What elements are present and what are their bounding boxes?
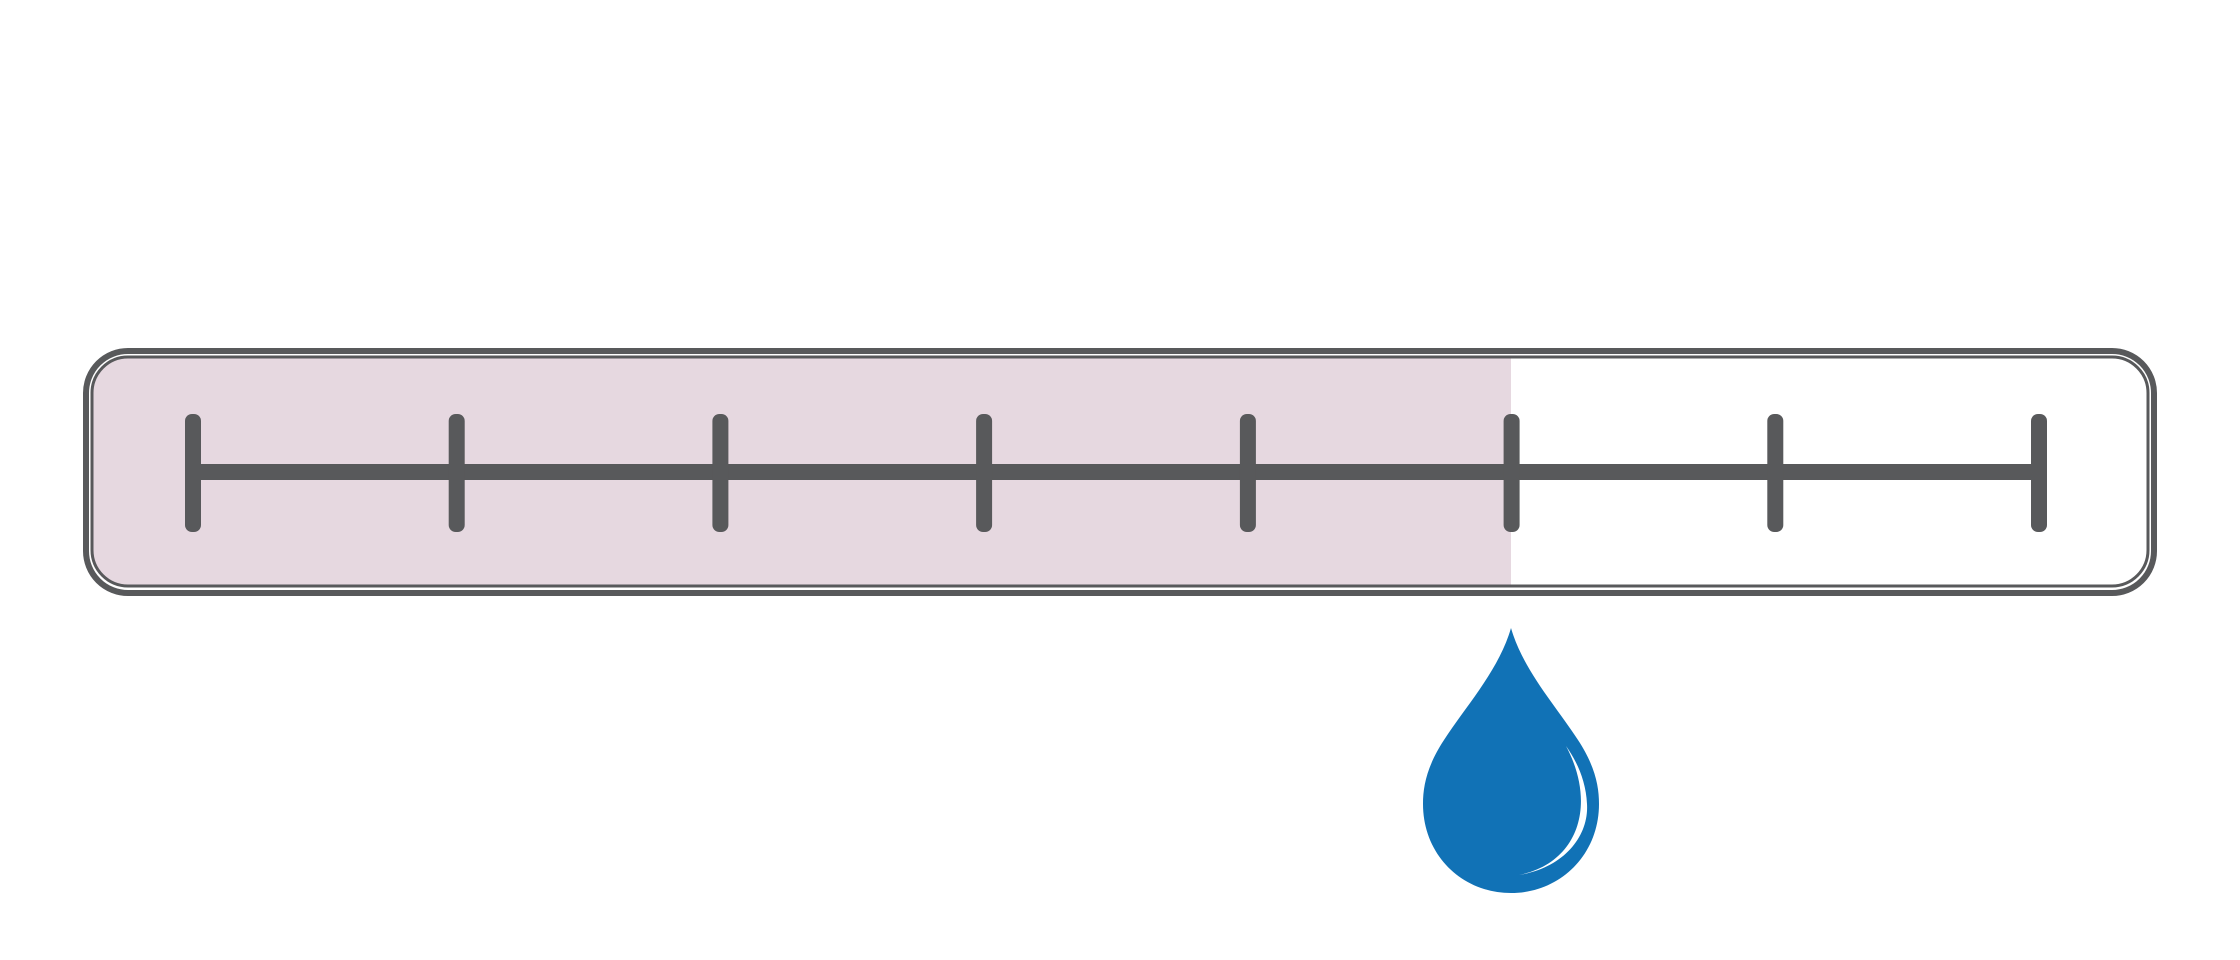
water-drop-highlight: [1519, 746, 1588, 875]
gauge-scale-line: [186, 464, 2046, 480]
gauge-outline-inner: [90, 355, 2150, 588]
water-drop-icon: [1423, 628, 1599, 893]
gauge-tick: [1767, 414, 1784, 532]
gauge-tick: [185, 414, 201, 532]
gauge-tick: [1503, 414, 1520, 532]
gauge-outline-outer: [83, 348, 2157, 596]
gauge-tick: [2031, 414, 2047, 532]
gauge-tick: [448, 414, 465, 532]
gauge-tick: [976, 414, 993, 532]
water-drop-body: [1423, 628, 1599, 893]
gauge-tick: [1239, 414, 1256, 532]
gauge-ticks: [185, 414, 2047, 532]
gauge-tick: [712, 414, 729, 532]
